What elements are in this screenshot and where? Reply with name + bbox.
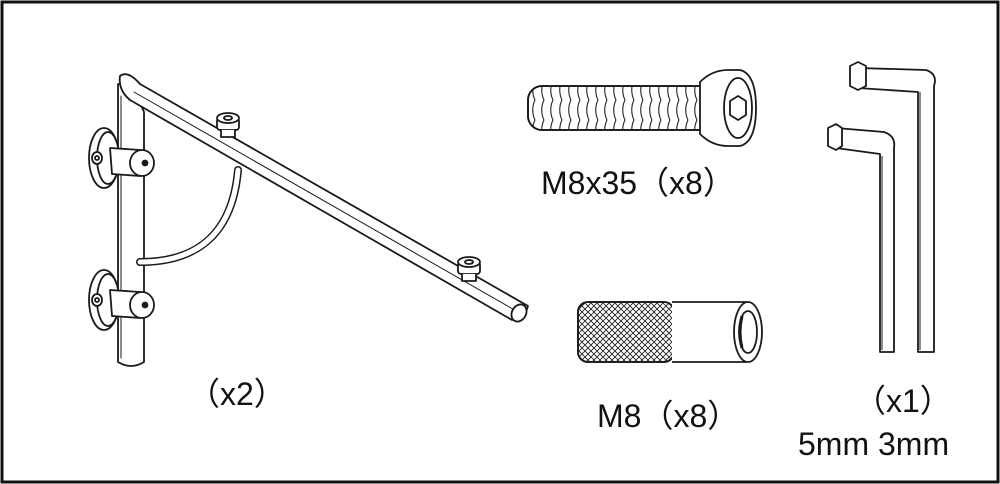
anchor-quantity-label: M8（x8）	[597, 398, 740, 434]
anchor-sleeve-drawing	[577, 301, 763, 363]
bolt-drawing	[527, 69, 757, 147]
bolt-quantity-label: M8x35（x8）	[541, 165, 735, 201]
hex-keys-size-label: 5mm 3mm	[798, 426, 950, 462]
hex-keys-quantity-label: （x1）	[854, 383, 952, 419]
wall-bracket-drawing	[88, 73, 529, 367]
hex-keys-drawing	[827, 61, 936, 353]
bracket-quantity-label: （x2）	[188, 376, 286, 412]
